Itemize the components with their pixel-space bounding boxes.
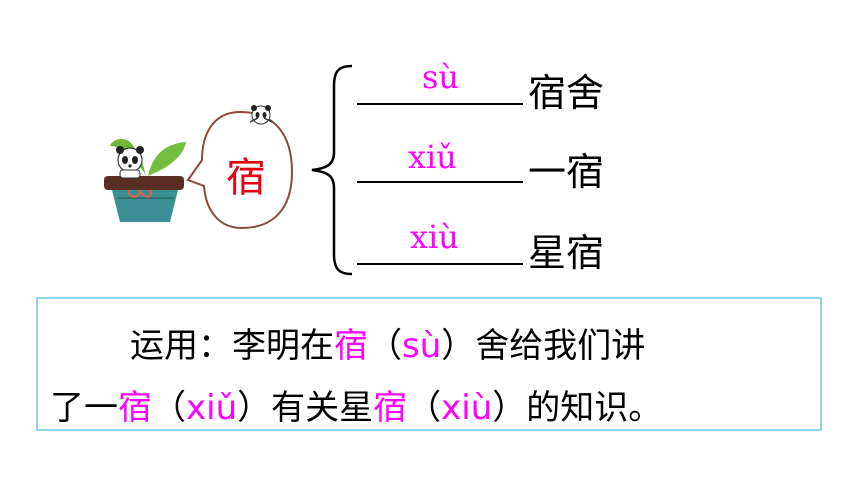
sprout-pot-icon	[104, 139, 186, 222]
answer-blank-1	[357, 103, 523, 105]
answer-blank-3	[357, 263, 523, 265]
word-entry-1: 宿舍	[528, 71, 605, 115]
pinyin-entry-2: xiǔ	[408, 138, 457, 176]
usage-highlight-char: 宿	[373, 388, 408, 428]
main-character: 宿	[226, 155, 266, 201]
usage-text: 运用：李明在	[130, 326, 334, 366]
usage-highlight-pinyin: xiù	[441, 388, 493, 428]
usage-text: ）有关星	[237, 388, 374, 428]
speech-bubble	[186, 110, 294, 230]
usage-box	[36, 297, 822, 431]
usage-text: （	[407, 388, 442, 428]
usage-text: ）的知识。	[492, 388, 663, 428]
usage-highlight-pinyin: sù	[402, 326, 442, 366]
usage-text: ）舍给我们讲	[441, 326, 646, 366]
usage-text: （	[368, 326, 402, 366]
pinyin-entry-1: sù	[422, 58, 460, 96]
panda-icon	[249, 105, 273, 125]
answer-blank-2	[357, 181, 523, 183]
usage-highlight-pinyin: xiǔ	[186, 388, 238, 428]
usage-line-2: 了一宿（xiǔ）有关星宿（xiù）的知识。	[50, 380, 662, 429]
usage-highlight-char: 宿	[118, 388, 152, 428]
curly-brace	[311, 64, 353, 276]
usage-text: 了一	[50, 388, 118, 428]
pinyin-entry-3: xiù	[410, 218, 459, 256]
usage-highlight-char: 宿	[334, 326, 368, 366]
usage-line-1: 运用：李明在宿（sù）舍给我们讲	[130, 318, 645, 367]
word-entry-2: 一宿	[528, 150, 605, 194]
word-entry-3: 星宿	[528, 231, 605, 275]
usage-text: （	[152, 388, 186, 428]
